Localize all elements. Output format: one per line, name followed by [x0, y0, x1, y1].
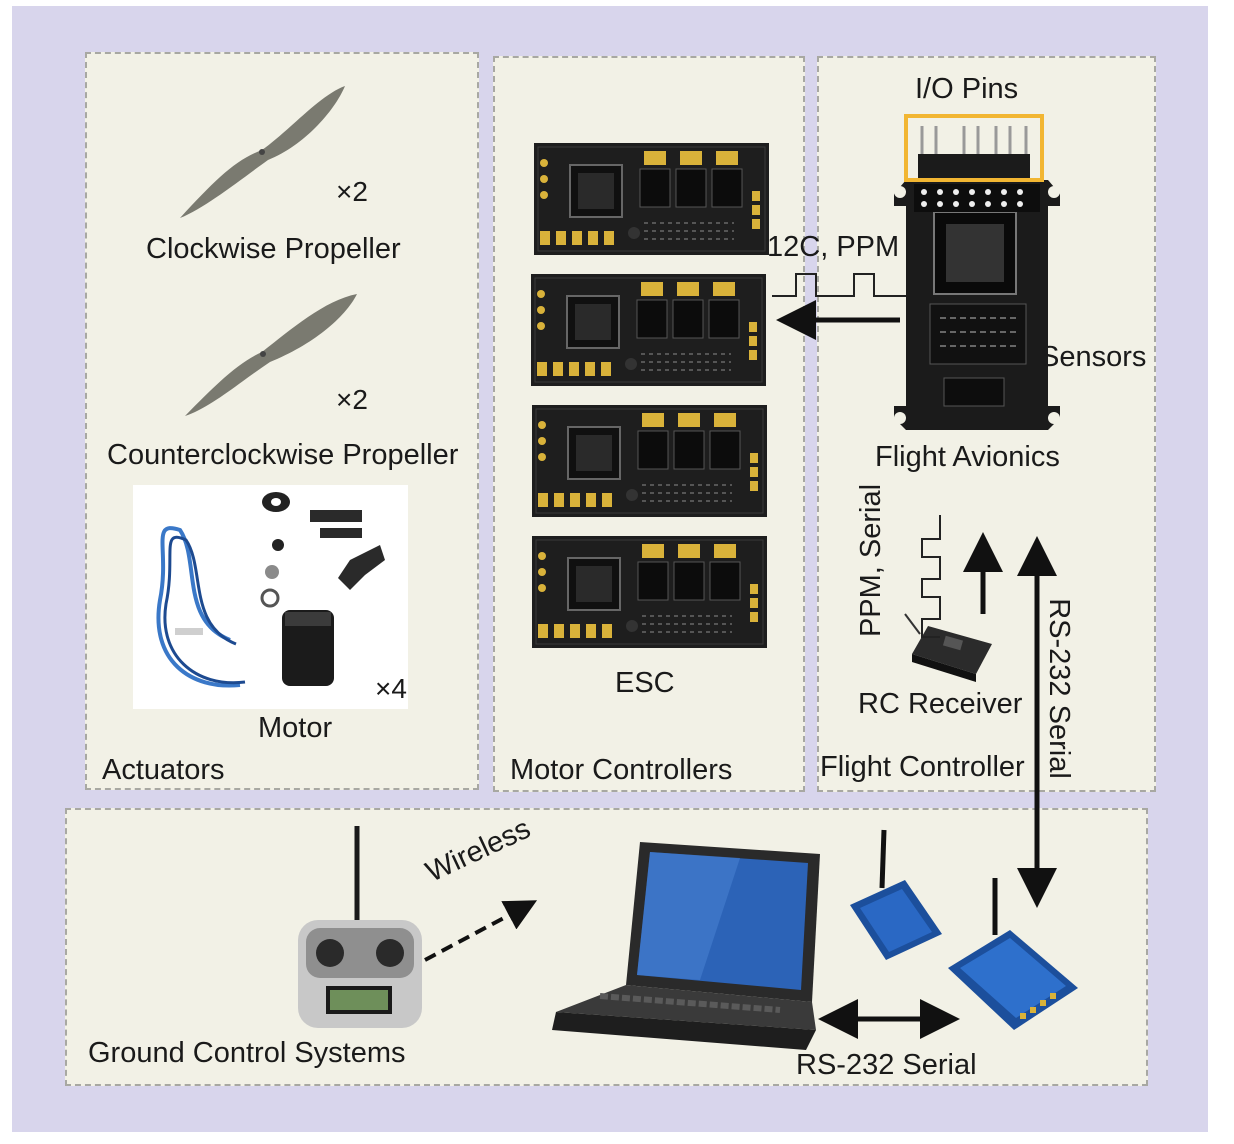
actuators-panel-title: Actuators — [102, 754, 225, 786]
propeller-icon — [180, 86, 345, 218]
avionics-to-esc-arrow — [772, 273, 906, 340]
ccw-propeller-count: ×2 — [336, 384, 368, 415]
cw-propeller-label: Clockwise Propeller — [146, 233, 401, 265]
rc-receiver-label: RC Receiver — [858, 688, 1023, 720]
motor-controllers-panel-title: Motor Controllers — [510, 754, 733, 786]
ccw-propeller-label: Counterclockwise Propeller — [107, 439, 459, 471]
receiver-link-label: PPM, Serial — [855, 483, 888, 638]
rc-receiver-icon — [904, 613, 992, 682]
esc-board-icon — [531, 404, 768, 518]
esc-board-icon — [533, 142, 770, 256]
to-esc-link-label: 12C, PPM — [767, 231, 900, 263]
rc-transmitter-icon — [298, 826, 422, 1028]
ground-control-panel — [65, 808, 1148, 1086]
laptop-xbee-link-label: RS-232 Serial — [796, 1049, 977, 1081]
flight-avionics-label: Flight Avionics — [875, 441, 1060, 473]
motor-count: ×4 — [375, 673, 407, 704]
propeller-icon — [185, 294, 357, 416]
esc-board-icon — [530, 273, 767, 387]
esc-board-icon — [531, 535, 768, 649]
xbee-radio-icon — [948, 878, 1078, 1030]
io-pins-highlight — [904, 114, 1044, 182]
sensors-label: Sensors — [1040, 341, 1147, 373]
ground-control-panel-title: Ground Control Systems — [88, 1037, 406, 1069]
avionics-xbee-link-label: RS-232 Serial — [1042, 598, 1075, 779]
motor-label: Motor — [258, 712, 333, 744]
receiver-to-avionics-arrow — [921, 515, 1003, 638]
esc-label: ESC — [615, 667, 675, 699]
flight-avionics-board-icon — [894, 126, 1060, 430]
motor-icon — [133, 485, 408, 709]
flight-controller-panel-title: Flight Controller — [820, 751, 1025, 783]
laptop-icon — [552, 842, 820, 1050]
io-pins-label: I/O Pins — [915, 73, 1019, 105]
cw-propeller-count: ×2 — [336, 176, 368, 207]
wireless-link-arrow — [424, 900, 538, 962]
xbee-radio-icon — [850, 829, 942, 960]
